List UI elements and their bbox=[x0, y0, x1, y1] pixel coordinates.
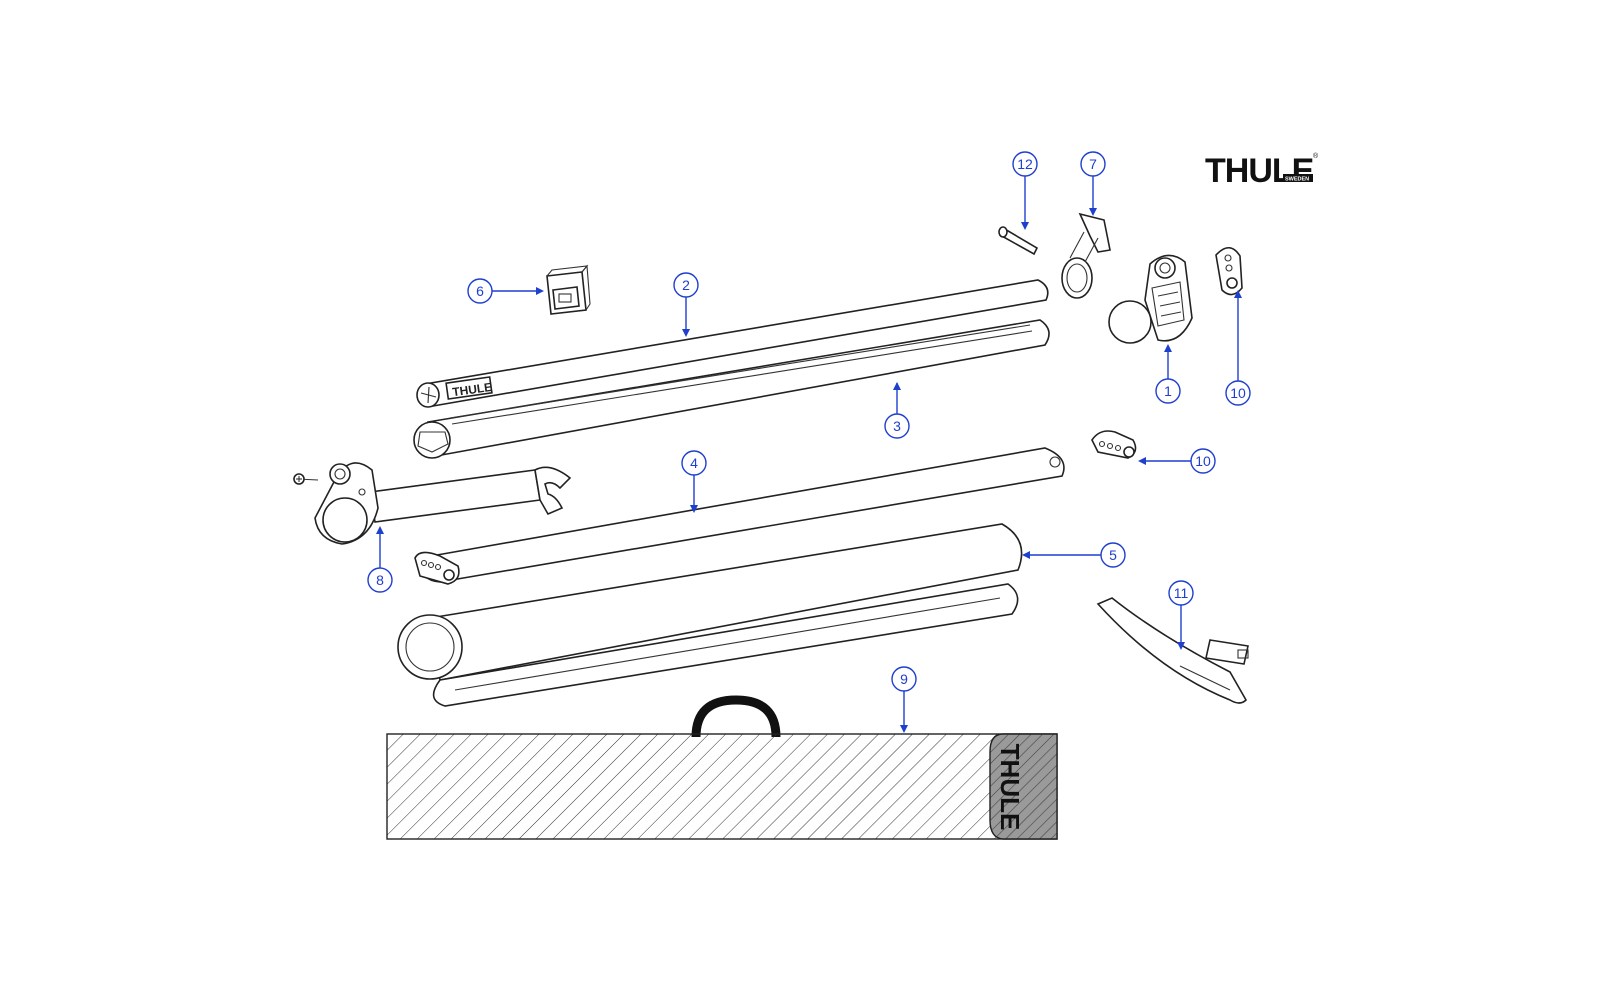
callout-9-number: 9 bbox=[900, 671, 908, 687]
callout-12-number: 12 bbox=[1017, 156, 1033, 172]
svg-text:THULE: THULE bbox=[451, 380, 493, 399]
bag-label-panel bbox=[989, 733, 1058, 840]
part-10-plate-top bbox=[1215, 246, 1243, 296]
logo-subtext-bar bbox=[1283, 174, 1313, 182]
callout-1-number: 1 bbox=[1164, 383, 1172, 399]
logo-subtext: SWEDEN bbox=[1285, 177, 1309, 183]
part-7-strap-bracket bbox=[1061, 212, 1111, 299]
callout-8-number: 8 bbox=[376, 572, 384, 588]
part-3-canvas-tube bbox=[413, 319, 1050, 459]
part-2-awning-tube: THULE bbox=[416, 279, 1049, 408]
callout-3: 3 bbox=[884, 382, 910, 439]
bag-label: THULE bbox=[995, 744, 1025, 831]
part-4-long-arm bbox=[414, 447, 1065, 585]
logo-registered-mark: ® bbox=[1313, 152, 1319, 160]
callout-5: 5 bbox=[1022, 542, 1126, 568]
callout-10-top-number: 10 bbox=[1230, 385, 1246, 401]
part-5-front-profile bbox=[397, 523, 1023, 707]
callout-6: 6 bbox=[467, 278, 544, 304]
callout-11: 11 bbox=[1168, 580, 1194, 650]
callout-5-number: 5 bbox=[1109, 547, 1117, 563]
part-9-storage-bag: THULE bbox=[386, 695, 1058, 840]
logo-wordmark: THULE bbox=[1205, 152, 1314, 190]
screw-icon bbox=[293, 473, 319, 485]
callout-10-middle-number: 10 bbox=[1195, 453, 1211, 469]
callout-10-top: 10 bbox=[1225, 290, 1251, 406]
callout-2-number: 2 bbox=[682, 277, 690, 293]
callout-12: 12 bbox=[1012, 151, 1038, 230]
part-11-blade bbox=[1096, 597, 1249, 704]
part-6-clip bbox=[546, 264, 591, 315]
callout-6-number: 6 bbox=[476, 283, 484, 299]
callout-11-number: 11 bbox=[1174, 585, 1189, 601]
bag-body bbox=[386, 733, 1058, 840]
callout-4-number: 4 bbox=[690, 455, 698, 471]
callout-7: 7 bbox=[1080, 151, 1106, 216]
thule-logo: THULE SWEDEN ® bbox=[1205, 152, 1319, 190]
part-8-support-arm bbox=[293, 462, 572, 545]
callouts: 1 2 3 4 5 bbox=[367, 151, 1251, 733]
callout-4: 4 bbox=[681, 450, 707, 513]
part-10-plate-middle bbox=[1091, 430, 1137, 459]
callout-7-number: 7 bbox=[1089, 156, 1097, 172]
callout-9: 9 bbox=[891, 666, 917, 733]
callout-2: 2 bbox=[673, 272, 699, 337]
callout-10-middle: 10 bbox=[1138, 448, 1216, 474]
part-12-pin bbox=[998, 226, 1039, 256]
part-1-end-cap bbox=[1108, 254, 1193, 344]
callout-3-number: 3 bbox=[893, 418, 901, 434]
callout-8: 8 bbox=[367, 526, 393, 593]
callout-1: 1 bbox=[1155, 344, 1181, 404]
bag-handle bbox=[691, 695, 781, 738]
